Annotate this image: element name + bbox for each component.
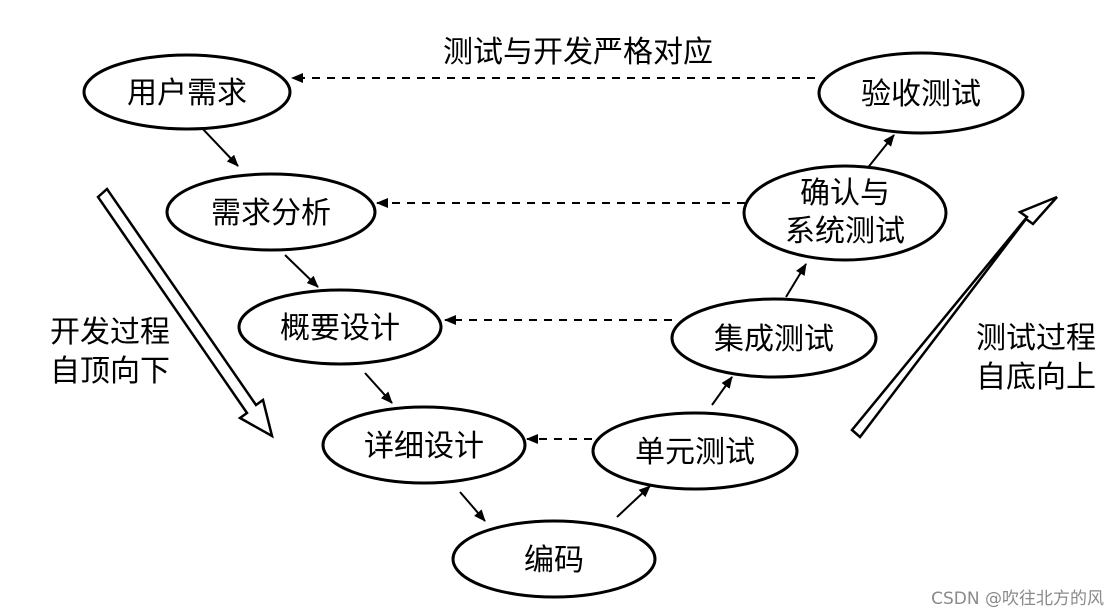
node-integration-testing-label: 集成测试 <box>714 322 834 357</box>
node-high-level-design: 概要设计 <box>237 288 443 366</box>
flow-arrow-1 <box>199 125 239 167</box>
node-acceptance-testing: 验收测试 <box>817 51 1025 135</box>
node-user-requirements-label: 用户需求 <box>127 76 247 111</box>
flow-arrow-3 <box>364 372 393 404</box>
node-system-testing: 确认与 系统测试 <box>742 164 948 262</box>
node-user-requirements: 用户需求 <box>82 53 292 131</box>
caption-left-line1: 开发过程 <box>50 315 170 350</box>
caption-right-line2: 自底向上 <box>976 360 1096 395</box>
flow-arrow-6 <box>711 376 733 406</box>
flow-arrow-7 <box>785 263 807 298</box>
hollow-arrow-up <box>850 195 1058 439</box>
flow-arrow-2 <box>284 254 319 288</box>
hollow-arrow-down <box>96 187 274 439</box>
node-acceptance-testing-label: 验收测试 <box>861 77 981 112</box>
node-integration-testing: 集成测试 <box>670 297 878 379</box>
caption-left-line2: 自顶向下 <box>50 354 170 389</box>
node-high-level-design-label: 概要设计 <box>280 311 400 346</box>
node-detailed-design: 详细设计 <box>321 405 527 485</box>
watermark-text: CSDN @吹往北方的风 <box>931 589 1104 609</box>
node-system-testing-label-line1: 确认与 <box>800 176 890 211</box>
node-unit-testing-label: 单元测试 <box>635 435 755 470</box>
node-unit-testing: 单元测试 <box>591 411 799 491</box>
node-system-testing-label-line2: 系统测试 <box>785 214 905 249</box>
node-requirements-analysis: 需求分析 <box>165 172 377 252</box>
caption-top: 测试与开发严格对应 <box>443 35 713 70</box>
node-detailed-design-label: 详细设计 <box>364 429 484 464</box>
flow-arrow-5 <box>616 485 651 518</box>
node-requirements-analysis-label: 需求分析 <box>211 196 331 231</box>
node-coding-label: 编码 <box>524 543 584 578</box>
node-coding: 编码 <box>451 519 657 599</box>
flow-arrow-8 <box>865 134 895 171</box>
flow-arrow-4 <box>459 491 486 522</box>
caption-right-line1: 测试过程 <box>976 321 1096 356</box>
